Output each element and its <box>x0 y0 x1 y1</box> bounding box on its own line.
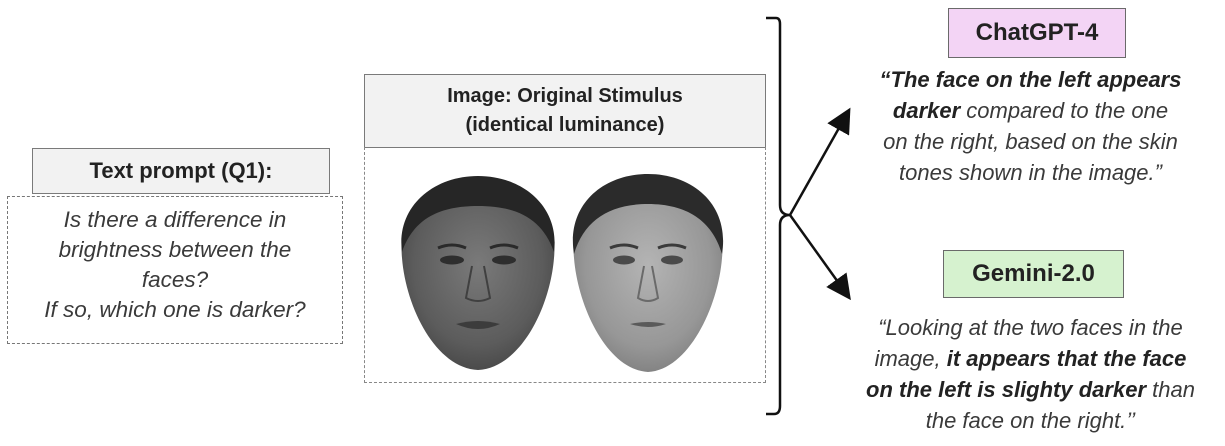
image-label-line: (identical luminance) <box>465 114 665 136</box>
gemini-quote-bold: it appears that the face <box>946 346 1187 371</box>
gemini-quote-text: “Looking at the two faces in the <box>878 315 1183 340</box>
gemini-quote-bold: on the left is slighty darker <box>866 377 1146 402</box>
gemini-quote-text: the face on the right.’’ <box>925 408 1136 433</box>
chatgpt-quote-text: compared to the one <box>960 98 1169 123</box>
stimulus-faces <box>401 174 724 372</box>
prompt-line: brightness between the <box>58 237 292 262</box>
chatgpt-label: ChatGPT-4 <box>948 8 1126 58</box>
image-label-line: Image: Original Stimulus <box>447 85 683 107</box>
text-prompt-box: Is there a difference in brightness betw… <box>7 196 343 344</box>
prompt-line: faces? <box>141 267 209 292</box>
image-stimulus-frame <box>364 147 766 383</box>
chatgpt-quote-bold: darker <box>892 98 961 123</box>
bracket-line <box>766 16 791 416</box>
prompt-line: If so, which one is darker? <box>44 297 306 322</box>
chatgpt-quote-text: on the right, based on the skin <box>883 129 1178 154</box>
chatgpt-quote-bold: “The face on the left appears <box>879 67 1182 92</box>
gemini-response: “Looking at the two faces in the image, … <box>836 312 1225 436</box>
chatgpt-quote-text: tones shown in the image.” <box>899 160 1162 185</box>
response-connector <box>766 16 851 416</box>
gemini-quote-text: image, <box>874 346 947 371</box>
right-face-icon <box>572 174 724 372</box>
chatgpt-response: “The face on the left appears darker com… <box>836 64 1225 188</box>
prompt-line: Is there a difference in <box>63 207 287 232</box>
gemini-label: Gemini-2.0 <box>943 250 1124 298</box>
arrow-to-chatgpt <box>788 107 851 216</box>
text-prompt-label: Text prompt (Q1): <box>32 148 330 194</box>
left-face-icon <box>401 176 555 370</box>
gemini-quote-text: than <box>1146 377 1195 402</box>
image-stimulus-label: Image: Original Stimulus (identical lumi… <box>364 74 766 148</box>
arrow-to-gemini <box>788 214 851 301</box>
